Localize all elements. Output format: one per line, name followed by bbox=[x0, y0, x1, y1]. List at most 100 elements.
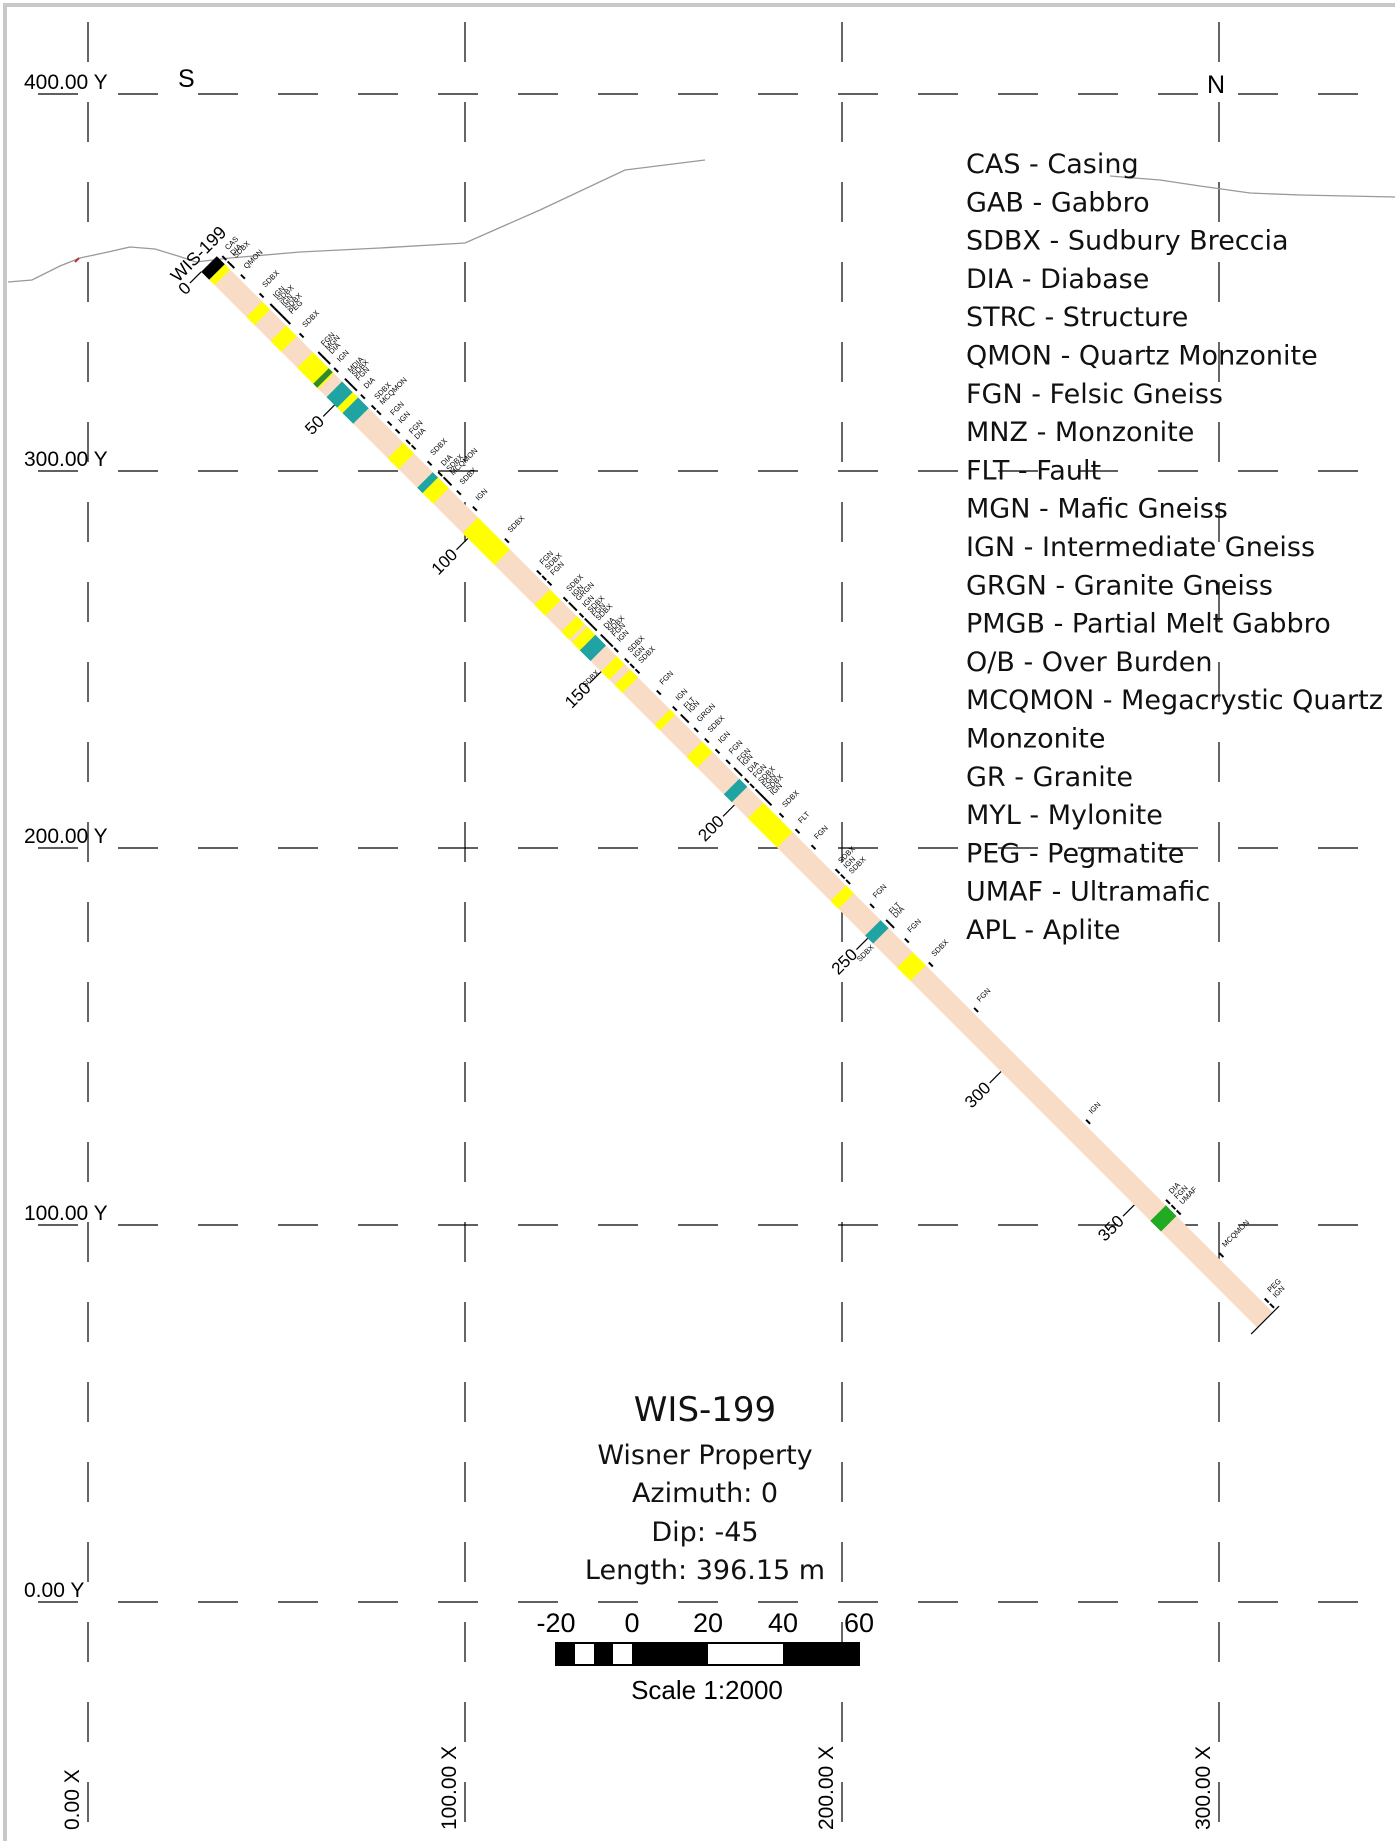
legend-entry: PEG - Pegmatite bbox=[966, 838, 1184, 869]
boundary-tick-75 bbox=[928, 961, 934, 968]
lithology-label: IGN bbox=[474, 487, 490, 503]
boundary-tick-19 bbox=[370, 404, 377, 411]
lithology-label: SDBX bbox=[300, 308, 321, 329]
lithology-intervals bbox=[201, 256, 1177, 1232]
boundary-tick-40 bbox=[588, 621, 594, 628]
boundary-tick-55 bbox=[714, 748, 721, 755]
legend-entry: GAB - Gabbro bbox=[966, 187, 1150, 218]
x-label-300: 300.00 X bbox=[1192, 1746, 1215, 1830]
legend-entry: QMON - Quartz Monzonite bbox=[966, 341, 1318, 372]
boundary-tick-41 bbox=[592, 625, 598, 632]
legend-entry: O/B - Over Burden bbox=[966, 647, 1212, 678]
interval-dia-24 bbox=[865, 920, 889, 944]
boundary-tick-42 bbox=[600, 633, 606, 640]
boundary-tick-15 bbox=[344, 377, 350, 384]
boundary-tick-81 bbox=[1218, 1252, 1225, 1258]
title-length: Length: 396.15 m bbox=[585, 1555, 825, 1586]
scale-seg-1 bbox=[556, 1643, 575, 1665]
x-label-200: 200.00 X bbox=[815, 1746, 838, 1830]
legend-entry: MCQMON - Megacrystic Quartz bbox=[966, 685, 1383, 716]
boundary-tick-24 bbox=[410, 444, 417, 451]
boundary-tick-83 bbox=[1269, 1303, 1275, 1309]
legend-entry: FLT - Fault bbox=[966, 455, 1101, 486]
scale-caption: Scale 1:2000 bbox=[631, 1675, 783, 1705]
boundary-tick-22 bbox=[394, 428, 401, 435]
depth-tick-250 bbox=[855, 937, 869, 951]
boundary-tick-63 bbox=[762, 796, 769, 803]
boundary-tick-10 bbox=[298, 332, 305, 339]
topography-line bbox=[7, 159, 706, 283]
boundary-tick-6 bbox=[273, 307, 280, 313]
boundary-tick-69 bbox=[840, 873, 846, 880]
lithology-label: FGN bbox=[812, 823, 830, 841]
interval-dia-6 bbox=[326, 381, 353, 408]
x-label-0: 0.00 X bbox=[61, 1769, 84, 1830]
boundary-tick-0 bbox=[221, 255, 228, 261]
boundary-tick-7 bbox=[277, 311, 284, 317]
boundary-tick-27 bbox=[442, 476, 449, 483]
boundary-tick-64 bbox=[766, 800, 773, 807]
boundary-tick-3 bbox=[240, 273, 246, 280]
legend-entry: UMAF - Ultramafic bbox=[966, 877, 1210, 908]
scale-seg-3 bbox=[632, 1643, 708, 1665]
boundary-tick-58 bbox=[737, 771, 743, 777]
depth-label-100: 100 bbox=[428, 545, 461, 578]
boundary-tick-73 bbox=[889, 923, 895, 929]
legend-entry: STRC - Structure bbox=[966, 302, 1188, 333]
boundary-tick-26 bbox=[437, 471, 443, 477]
interval-dia-8 bbox=[342, 397, 369, 424]
boundary-tick-38 bbox=[578, 612, 585, 619]
boundary-tick-47 bbox=[629, 663, 635, 669]
boundary-tick-36 bbox=[568, 601, 574, 608]
interval-sdbx-17 bbox=[601, 656, 625, 680]
boundary-tick-52 bbox=[684, 717, 690, 724]
legend-entry: Monzonite bbox=[966, 724, 1105, 755]
lithology-label: IGN bbox=[1087, 1100, 1103, 1116]
end-of-hole-tick bbox=[1250, 1305, 1280, 1335]
boundary-tick-54 bbox=[704, 737, 710, 744]
legend-entry: GRGN - Granite Gneiss bbox=[966, 570, 1273, 601]
boundary-tick-76 bbox=[973, 1007, 979, 1013]
boundary-tick-80 bbox=[1175, 1209, 1182, 1216]
boundary-tick-53 bbox=[693, 727, 699, 733]
interval-sdbx-20 bbox=[686, 741, 713, 768]
boundary-tick-74 bbox=[904, 937, 910, 944]
boundary-tick-25 bbox=[426, 460, 433, 467]
boundary-tick-45 bbox=[613, 647, 619, 653]
title-dip: Dip: -45 bbox=[651, 1517, 758, 1548]
interval-sdbx-19 bbox=[654, 709, 676, 731]
boundary-tick-71 bbox=[869, 903, 875, 909]
x-label-100: 100.00 X bbox=[438, 1746, 461, 1830]
title-property: Wisner Property bbox=[597, 1440, 812, 1471]
direction-north: N bbox=[1207, 71, 1225, 99]
lithology-label: FGN bbox=[905, 917, 923, 935]
title-azimuth: Azimuth: 0 bbox=[632, 1478, 778, 1509]
boundary-tick-13 bbox=[325, 359, 331, 365]
direction-south: S bbox=[178, 65, 195, 93]
interval-sdbx-1 bbox=[209, 264, 231, 286]
scale-tick-20: 20 bbox=[693, 1608, 723, 1638]
boundary-tick-35 bbox=[562, 596, 569, 603]
boundary-tick-44 bbox=[608, 641, 614, 648]
boundary-tick-43 bbox=[604, 637, 610, 644]
topography-line-right bbox=[1109, 175, 1395, 198]
boundary-tick-70 bbox=[845, 879, 851, 885]
scale-tick-neg20: -20 bbox=[536, 1608, 575, 1638]
boundary-tick-5 bbox=[269, 303, 276, 309]
interval-sdbx-11 bbox=[422, 477, 449, 504]
y-grid-labels: 400.00 Y 300.00 Y 200.00 Y 100.00 Y 0.00… bbox=[24, 71, 108, 1602]
interval-sdbx-14 bbox=[561, 616, 585, 640]
boundary-tick-62 bbox=[758, 792, 765, 799]
boundary-tick-56 bbox=[725, 759, 731, 765]
legend-entry: MYL - Mylonite bbox=[966, 800, 1163, 831]
boundary-tick-65 bbox=[778, 812, 785, 819]
interval-cas-0 bbox=[201, 256, 225, 280]
collar-marker bbox=[74, 257, 80, 263]
depth-tick-0 bbox=[189, 271, 202, 284]
interval-sdbx-9 bbox=[387, 442, 415, 470]
interval-umaf-26 bbox=[1150, 1205, 1177, 1232]
boundary-tick-18 bbox=[360, 393, 366, 400]
depth-label-350: 350 bbox=[1094, 1212, 1127, 1245]
